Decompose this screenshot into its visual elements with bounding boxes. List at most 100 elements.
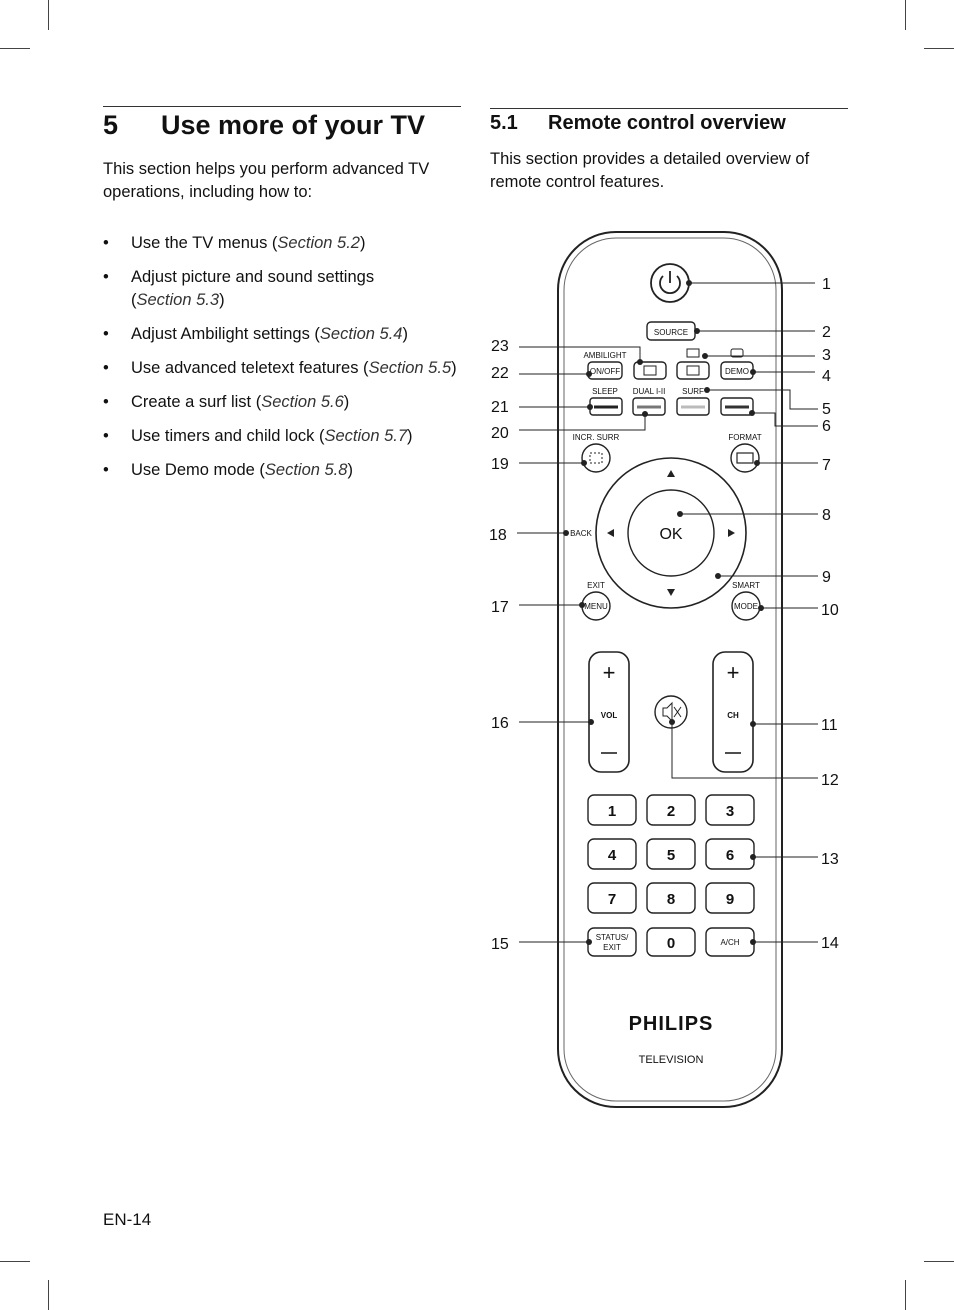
- format-label: FORMAT: [728, 433, 761, 442]
- ambilight-on-off-button[interactable]: ON/OFF: [587, 361, 623, 380]
- key-9[interactable]: 9: [705, 882, 755, 914]
- svg-text:MODE: MODE: [734, 602, 758, 611]
- format-button[interactable]: [730, 443, 760, 473]
- section-link[interactable]: Section 5.3: [136, 291, 220, 309]
- callout-15: 15: [491, 936, 509, 953]
- callout-13: 13: [821, 851, 839, 868]
- key-6[interactable]: 6: [705, 838, 755, 870]
- list-item: Use timers and child lock (Section 5.7): [103, 425, 461, 448]
- key-2[interactable]: 2: [646, 794, 696, 826]
- crop-mark: [905, 0, 906, 30]
- television-label: TELEVISION: [639, 1054, 704, 1066]
- status-exit-button[interactable]: STATUS/ EXIT: [587, 927, 637, 957]
- sleep-label: SLEEP: [592, 387, 618, 396]
- down-arrow-icon[interactable]: [667, 589, 675, 596]
- volume-rocker[interactable]: + VOL: [588, 651, 630, 773]
- section-link[interactable]: Section 5.6: [261, 393, 344, 411]
- svg-text:A/CH: A/CH: [720, 938, 739, 947]
- svg-text:MENU: MENU: [584, 602, 608, 611]
- callout-11: 11: [821, 717, 838, 734]
- back-label: BACK: [570, 529, 592, 538]
- dual-label: DUAL I-II: [633, 387, 666, 396]
- mix-icon: [686, 365, 700, 376]
- crop-mark: [0, 48, 30, 49]
- key-4[interactable]: 4: [587, 838, 637, 870]
- incr-surr-button[interactable]: [581, 443, 611, 473]
- list-item: Use the TV menus (Section 5.2): [103, 232, 461, 255]
- yellow-button[interactable]: [676, 397, 710, 416]
- channel-rocker[interactable]: + CH: [712, 651, 754, 773]
- source-button[interactable]: SOURCE: [646, 321, 696, 341]
- list-item: Adjust picture and sound settings (Secti…: [103, 266, 401, 312]
- mix-top-icon: [686, 348, 700, 358]
- callout-21: 21: [491, 399, 509, 416]
- callout-20: 20: [491, 425, 509, 442]
- callout-lines: [517, 282, 818, 943]
- svg-text:ON/OFF: ON/OFF: [590, 367, 620, 376]
- power-button[interactable]: [650, 263, 690, 303]
- up-arrow-icon[interactable]: [667, 470, 675, 477]
- list-item: Use advanced teletext features (Section …: [103, 357, 461, 380]
- subsection-number: 5.1: [490, 112, 518, 134]
- key-8[interactable]: 8: [646, 882, 696, 914]
- key-7[interactable]: 7: [587, 882, 637, 914]
- mute-button[interactable]: [654, 695, 688, 729]
- callout-17: 17: [491, 599, 509, 616]
- list-item: Use Demo mode (Section 5.8): [103, 459, 461, 482]
- green-button[interactable]: [632, 397, 666, 416]
- right-arrow-icon[interactable]: [728, 529, 735, 537]
- key-5[interactable]: 5: [646, 838, 696, 870]
- menu-button[interactable]: MENU: [581, 591, 611, 621]
- section-link[interactable]: Section 5.7: [324, 427, 408, 445]
- red-button[interactable]: [589, 397, 623, 416]
- teletext-icon: [643, 365, 657, 376]
- section-rule: [103, 106, 461, 107]
- svg-text:CH: CH: [727, 711, 739, 720]
- remote-body-inner: [563, 237, 777, 1102]
- svg-text:8: 8: [667, 891, 675, 908]
- section-link[interactable]: Section 5.4: [319, 325, 403, 343]
- svg-text:4: 4: [608, 847, 617, 864]
- exit-label: EXIT: [587, 581, 605, 590]
- mix-teletext-button[interactable]: [676, 348, 710, 380]
- svg-text:1: 1: [608, 803, 616, 820]
- callout-12: 12: [821, 772, 839, 789]
- section-link[interactable]: Section 5.8: [264, 461, 348, 479]
- section-link[interactable]: Section 5.2: [277, 234, 360, 252]
- callout-5: 5: [822, 401, 831, 418]
- subsection-intro: This section provides a detailed overvie…: [490, 150, 810, 191]
- callout-16: 16: [491, 715, 509, 732]
- crop-mark: [924, 1261, 954, 1262]
- list-item: Create a surf list (Section 5.6): [103, 391, 461, 414]
- info-icon: [730, 348, 744, 358]
- blue-button[interactable]: [720, 397, 754, 416]
- teletext-button[interactable]: [633, 361, 667, 380]
- left-arrow-icon[interactable]: [607, 529, 614, 537]
- callout-6: 6: [822, 418, 831, 435]
- a-ch-button[interactable]: A/CH: [705, 927, 755, 957]
- section-title: Use more of your TV: [161, 110, 426, 140]
- smart-mode-button[interactable]: MODE: [731, 591, 761, 621]
- key-0[interactable]: 0: [646, 927, 696, 957]
- crop-mark: [0, 1261, 30, 1262]
- crop-mark: [924, 48, 954, 49]
- callout-10: 10: [821, 602, 839, 619]
- callout-2: 2: [822, 324, 831, 341]
- callout-4: 4: [822, 368, 831, 385]
- callout-8: 8: [822, 507, 831, 524]
- section-link[interactable]: Section 5.5: [368, 359, 452, 377]
- key-1[interactable]: 1: [587, 794, 637, 826]
- ok-button[interactable]: OK: [627, 489, 715, 577]
- callout-14: 14: [821, 935, 839, 952]
- svg-text:6: 6: [726, 847, 734, 864]
- page-number: EN-14: [103, 1210, 152, 1229]
- svg-text:0: 0: [667, 935, 675, 952]
- volume-up-icon: +: [603, 660, 616, 685]
- callout-1: 1: [822, 276, 831, 293]
- svg-text:5: 5: [667, 847, 675, 864]
- format-icon: [736, 452, 754, 464]
- brand-logo: PHILIPS: [629, 1013, 714, 1035]
- key-3[interactable]: 3: [705, 794, 755, 826]
- subsection-rule: [490, 108, 848, 109]
- surf-label: SURF: [682, 387, 704, 396]
